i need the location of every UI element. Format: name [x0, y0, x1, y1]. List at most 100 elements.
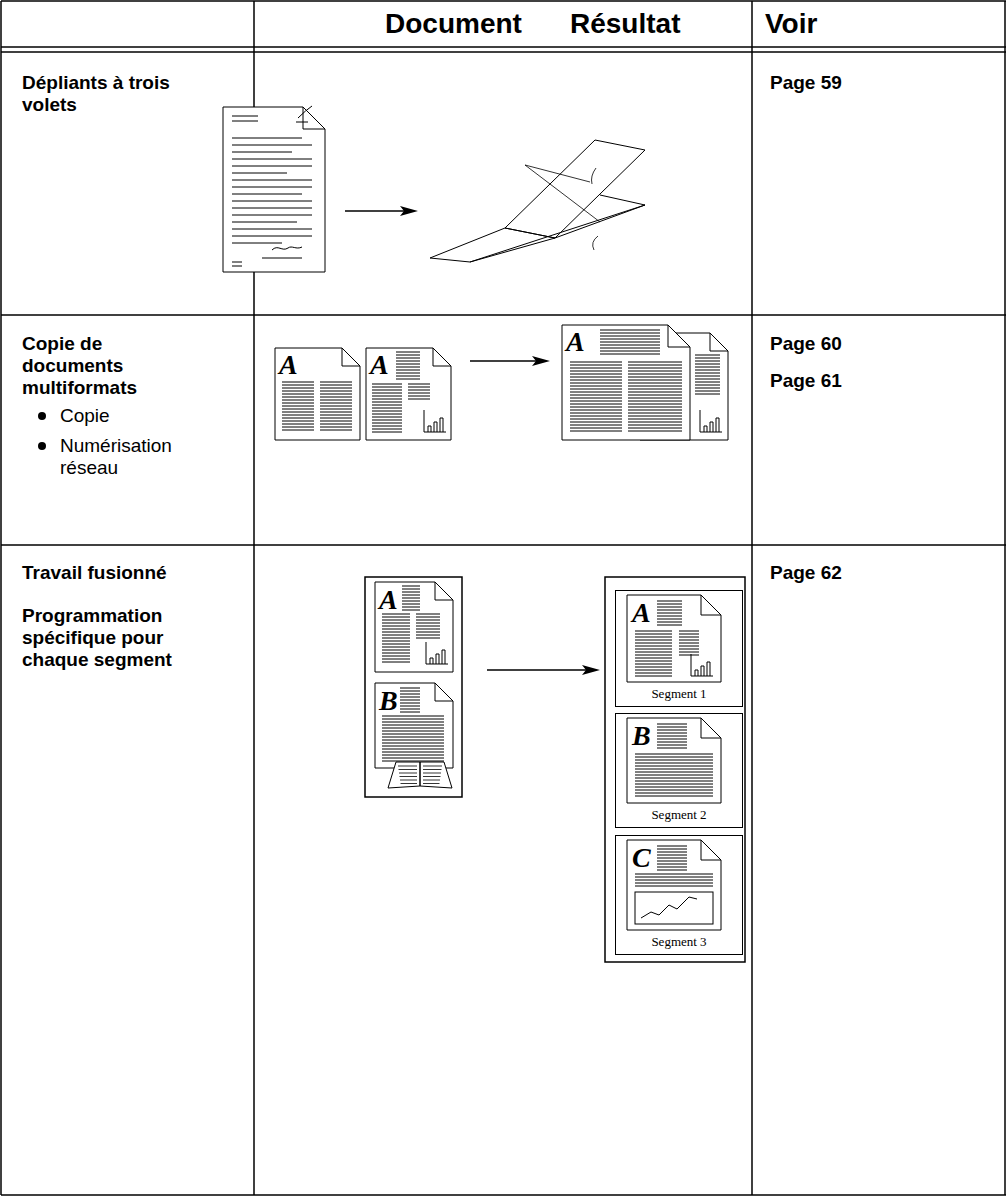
text-line — [400, 712, 420, 713]
text-line — [600, 342, 660, 343]
text-line — [635, 763, 713, 764]
text-line — [570, 383, 622, 384]
text-line — [382, 731, 444, 732]
text-line — [570, 407, 622, 408]
text-line — [600, 348, 660, 349]
text-line — [570, 425, 622, 426]
text-line — [695, 376, 720, 377]
text-line — [657, 849, 687, 850]
text-line — [628, 419, 682, 420]
text-line — [232, 187, 312, 188]
text-line — [382, 755, 444, 756]
illustrations — [38, 0, 745, 962]
page-outline — [375, 683, 453, 768]
text-line — [570, 395, 622, 396]
text-line — [402, 589, 420, 590]
text-line — [282, 385, 314, 386]
text-line — [657, 601, 682, 602]
text-line — [282, 409, 314, 410]
text-line — [635, 655, 672, 656]
text-line — [382, 641, 410, 642]
text-line — [320, 418, 352, 419]
page-fold — [668, 325, 690, 347]
page-fold — [710, 333, 728, 351]
text-line — [320, 382, 352, 383]
text-line — [408, 387, 430, 388]
text-line — [282, 427, 314, 428]
fold-panel — [505, 195, 645, 238]
text-line — [416, 614, 440, 615]
text-line — [657, 745, 687, 746]
text-line — [372, 414, 402, 415]
text-line — [382, 617, 410, 618]
text-line — [232, 152, 292, 153]
text-line — [232, 180, 312, 181]
page-reference: Page 61 — [770, 370, 842, 392]
segment-box: B Segment 2 — [615, 713, 743, 828]
text-line — [657, 730, 687, 731]
text-line — [382, 749, 444, 750]
page-outline — [366, 348, 451, 440]
page-fold — [701, 595, 721, 615]
text-line — [400, 776, 418, 777]
text-line — [600, 333, 660, 334]
text-line — [396, 358, 420, 359]
text-line — [679, 637, 699, 638]
text-line — [695, 388, 720, 389]
column-heading: Document — [385, 8, 522, 40]
page-letter: A — [370, 351, 389, 379]
text-line — [570, 413, 622, 414]
text-line — [635, 778, 713, 779]
text-line — [635, 874, 713, 875]
text-line — [628, 416, 682, 417]
text-line — [635, 658, 672, 659]
fold-mark — [593, 236, 598, 250]
page-outline — [627, 718, 721, 803]
text-line — [628, 365, 682, 366]
text-line — [570, 401, 622, 402]
text-line — [695, 382, 720, 383]
text-line — [320, 424, 352, 425]
text-line — [282, 430, 314, 431]
text-line — [408, 399, 430, 400]
text-line — [695, 358, 720, 359]
text-line — [635, 649, 672, 650]
text-line — [657, 622, 682, 623]
text-line — [570, 374, 622, 375]
text-line — [423, 766, 442, 767]
text-line — [320, 385, 352, 386]
text-line — [570, 416, 622, 417]
text-line — [382, 623, 410, 624]
text-line — [232, 173, 287, 174]
page-letter: A — [566, 328, 585, 356]
logo — [296, 106, 312, 122]
text-line — [382, 725, 444, 726]
text-line — [320, 406, 352, 407]
page-letter: B — [632, 722, 651, 750]
text-line — [628, 362, 682, 363]
column-heading: Voir — [765, 8, 817, 40]
text-line — [416, 635, 440, 636]
page-fold — [342, 348, 360, 366]
bullet-item: Numérisation réseau — [60, 435, 210, 479]
text-line — [416, 632, 440, 633]
text-line — [600, 330, 660, 331]
text-line — [399, 773, 417, 774]
text-line — [635, 631, 672, 632]
text-line — [398, 766, 417, 767]
text-line — [635, 667, 672, 668]
text-line — [695, 391, 720, 392]
text-line — [657, 855, 687, 856]
page-fold — [701, 840, 721, 860]
text-line — [382, 656, 410, 657]
text-line — [320, 409, 352, 410]
segment-label: Segment 2 — [616, 807, 742, 823]
text-line — [400, 703, 420, 704]
text-line — [320, 397, 352, 398]
text-line — [282, 418, 314, 419]
text-line — [679, 655, 699, 656]
text-line — [570, 392, 622, 393]
text-line — [382, 647, 410, 648]
text-line — [282, 400, 314, 401]
